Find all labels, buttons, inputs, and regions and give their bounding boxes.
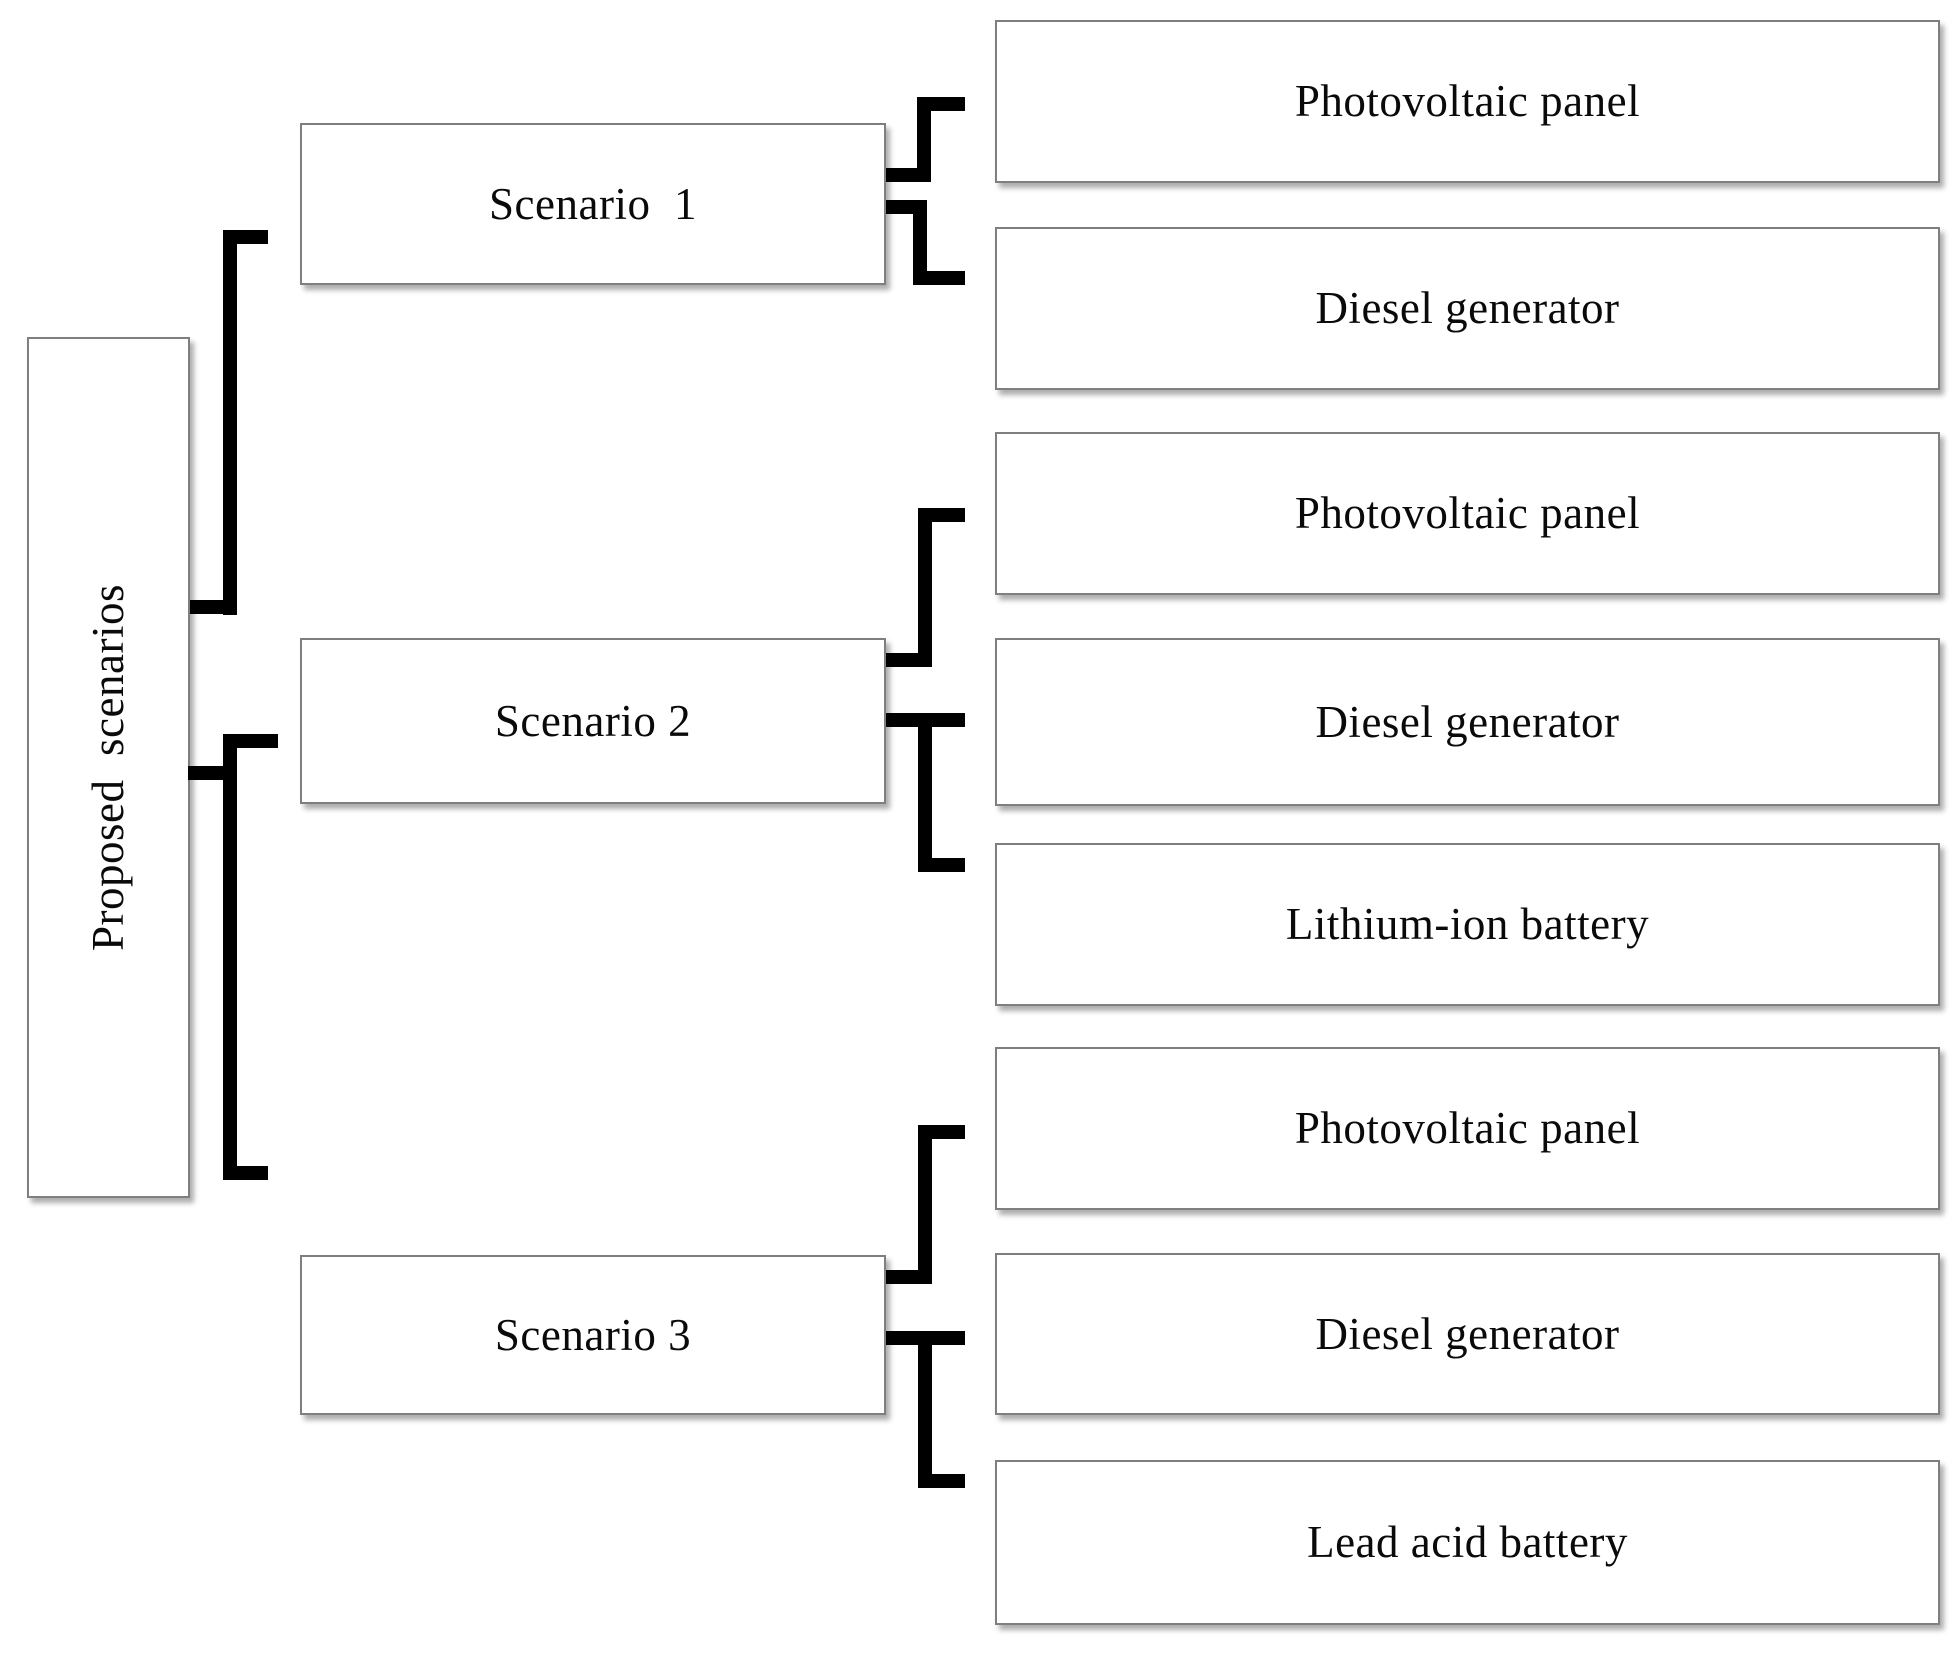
scenario-3-diesel-generator-box: Diesel generator [995,1253,1940,1415]
scenario-1-box: Scenario 1 [300,123,886,285]
component-label: Diesel generator [1315,696,1620,747]
component-label: Diesel generator [1315,1308,1620,1359]
connector-root-scenario3-bottom-stub [223,1166,268,1180]
connector-s1-diesel-vertical [913,200,927,285]
component-label: Photovoltaic panel [1294,1103,1641,1153]
connector-root-scenario1-vertical [223,230,237,615]
connector-root-scenario1-top-stub [223,230,268,244]
connector-s2-pv-top-stub [918,508,965,522]
connector-s2-pv-vertical [918,508,932,667]
scenario-3-box: Scenario 3 [300,1255,886,1415]
root-label: Proposed scenarios [83,584,133,951]
connector-root-scenario23-box-stub [188,766,237,780]
connector-root-scenario1-box-stub [190,600,237,614]
connector-s3-pv-vertical [918,1125,932,1284]
scenario-2-box: Scenario 2 [300,638,886,804]
root-box-proposed-scenarios: Proposed scenarios [27,337,190,1198]
scenario-2-lithium-ion-battery-box: Lithium-ion battery [995,843,1940,1006]
scenario-3-lead-acid-battery-box: Lead acid battery [995,1460,1940,1625]
connector-s3-pv-top-stub [918,1125,965,1139]
scenario-3-photovoltaic-panel-box: Photovoltaic panel [995,1047,1940,1210]
scenario-2-label: Scenario 2 [494,695,692,746]
scenario-1-diesel-generator-box: Diesel generator [995,227,1940,390]
scenario-1-photovoltaic-panel-box: Photovoltaic panel [995,20,1940,183]
connector-s2-liion-bottom-stub [918,858,965,872]
connector-s1-pv-top-stub [917,97,965,111]
connector-s1-pv-vertical [917,97,931,182]
component-label: Lithium-ion battery [1285,899,1650,949]
scenario-2-diesel-generator-box: Diesel generator [995,638,1940,806]
scenario-1-label: Scenario 1 [489,178,697,229]
component-label: Diesel generator [1315,283,1620,333]
connector-s3-leadacid-bottom-stub [918,1474,965,1488]
scenario-2-photovoltaic-panel-box: Photovoltaic panel [995,432,1940,595]
component-label: Photovoltaic panel [1294,488,1641,538]
component-label: Lead acid battery [1307,1517,1628,1567]
connector-s2-liion-vertical [918,713,932,872]
scenario-3-label: Scenario 3 [494,1309,692,1360]
component-label: Photovoltaic panel [1294,76,1641,126]
connector-root-scenario23-vertical [223,734,237,1180]
connector-s3-leadacid-vertical [918,1331,932,1488]
connector-s1-diesel-bottom-stub [913,271,965,285]
